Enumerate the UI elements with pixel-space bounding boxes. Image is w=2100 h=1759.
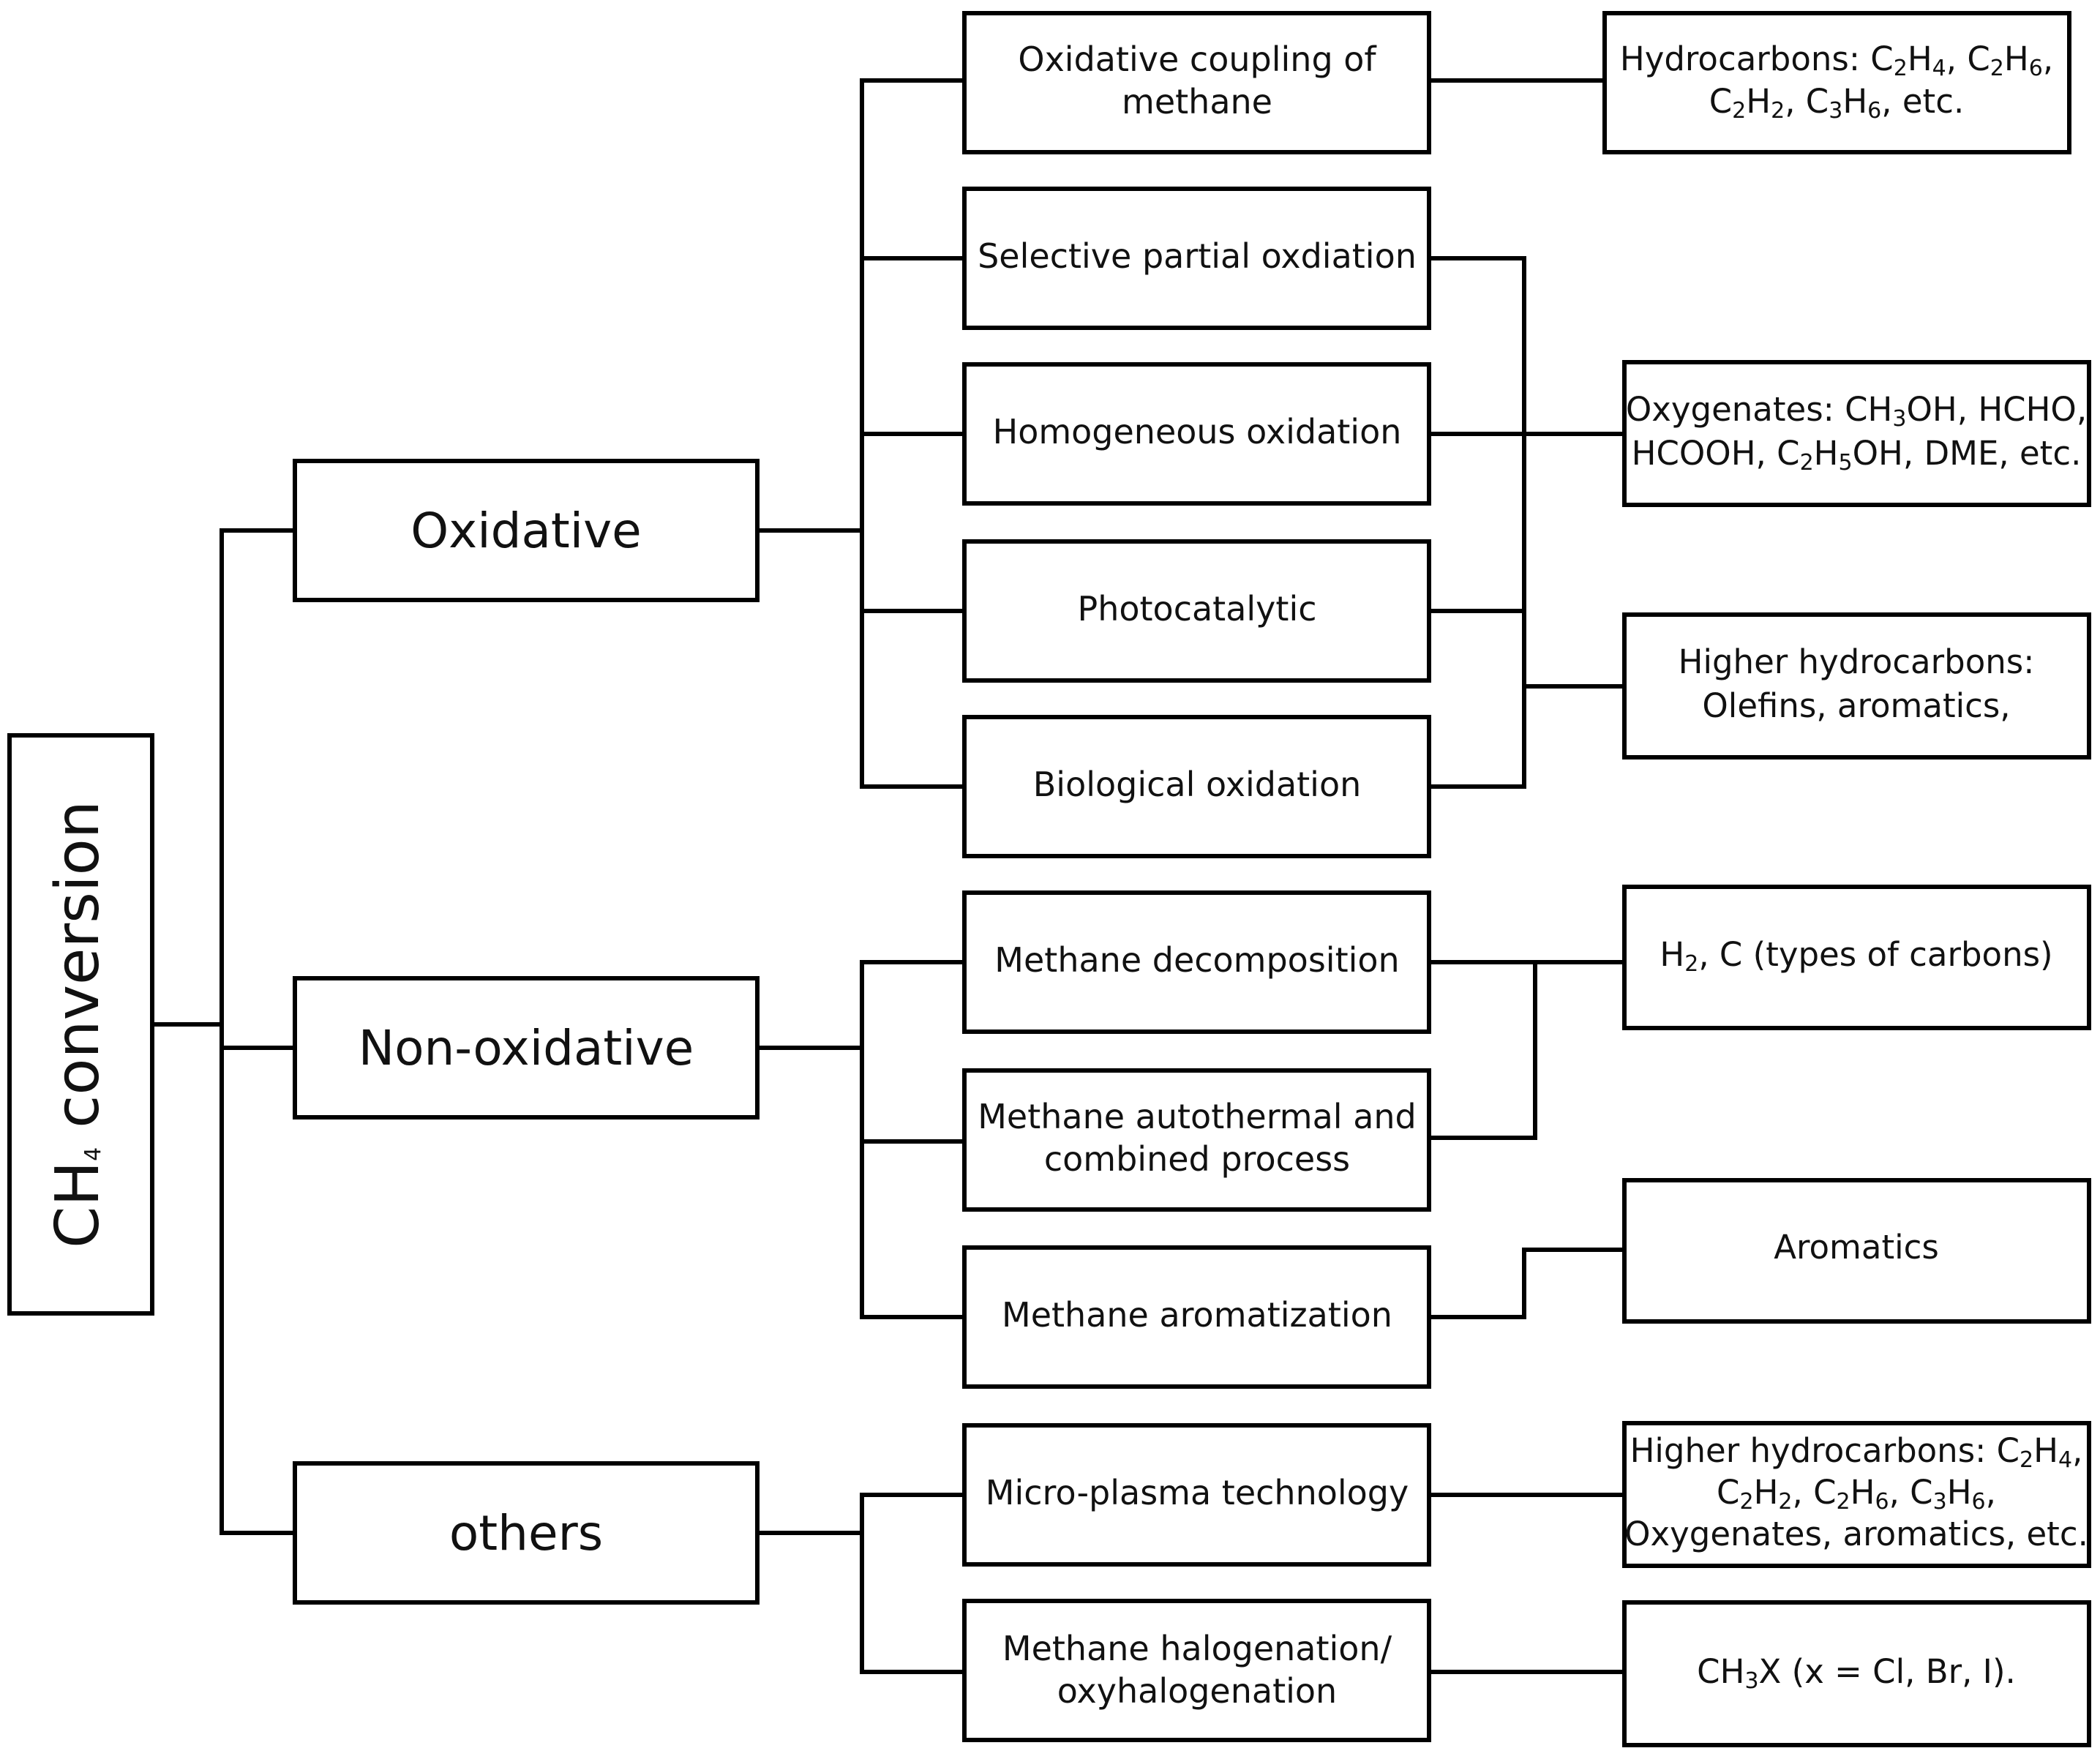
- product-oxygenates-label: Oxygenates: CH3OH, HCHO,HCOOH, C2H5OH, D…: [1626, 390, 2087, 476]
- label-line: Oxygenates: CH3OH, HCHO,: [1626, 390, 2087, 432]
- product-aromatics: Aromatics: [1622, 1178, 2091, 1324]
- process-biological-label: Biological oxidation: [1033, 765, 1362, 804]
- category-others-label: others: [449, 1505, 603, 1561]
- category-oxidative-label: Oxidative: [410, 503, 642, 559]
- label-line: Oxygenates, aromatics, etc.: [1624, 1515, 2088, 1553]
- process-selective-partial: Selective partial oxdiation: [962, 187, 1431, 330]
- category-oxidative: Oxidative: [293, 459, 760, 602]
- product-plasma-products-label: Higher hydrocarbons: C2H4,C2H2, C2H6, C3…: [1624, 1431, 2088, 1553]
- label-line: Micro-plasma technology: [986, 1473, 1409, 1512]
- category-non-oxidative-label: Non-oxidative: [359, 1020, 694, 1076]
- label-line: Biological oxidation: [1033, 765, 1362, 804]
- product-plasma-products: Higher hydrocarbons: C2H4,C2H2, C2H6, C3…: [1622, 1421, 2091, 1568]
- connector-aromatization-to-aromatics: [1427, 1248, 1627, 1319]
- root-label: CH4 conversion: [43, 800, 113, 1248]
- label-line: Methane aromatization: [1002, 1295, 1392, 1335]
- label-line: Higher hydrocarbons:: [1679, 642, 2035, 681]
- process-aromatization-label: Methane aromatization: [1002, 1295, 1392, 1335]
- label-line: H2, C (types of carbons): [1660, 935, 2052, 977]
- category-non-oxidative: Non-oxidative: [293, 976, 760, 1119]
- label-line: Methane autothermal and: [978, 1097, 1417, 1136]
- category-others: others: [293, 1461, 760, 1605]
- product-hydrocarbons: Hydrocarbons: C2H4, C2H6,C2H2, C3H6, etc…: [1602, 11, 2071, 154]
- label-line: CH3X (x = Cl, Br, I).: [1697, 1652, 2016, 1694]
- product-higher-hydrocarbons-label: Higher hydrocarbons: Olefins, aromatics,: [1679, 642, 2035, 725]
- label-line: Selective partial oxdiation: [978, 236, 1417, 276]
- process-selective-partial-label: Selective partial oxdiation: [978, 236, 1417, 276]
- product-higher-hydrocarbons: Higher hydrocarbons: Olefins, aromatics,: [1622, 612, 2091, 760]
- label-line: Higher hydrocarbons: C2H4,: [1630, 1431, 2083, 1473]
- process-homogeneous: Homogeneous oxidation: [962, 362, 1431, 506]
- process-homogeneous-label: Homogeneous oxidation: [993, 412, 1402, 451]
- process-photocatalytic: Photocatalytic: [962, 539, 1431, 683]
- product-ch3x-label: CH3X (x = Cl, Br, I).: [1697, 1652, 2016, 1694]
- process-biological: Biological oxidation: [962, 715, 1431, 858]
- label-line: Aromatics: [1774, 1228, 1939, 1267]
- label-line: combined process: [1044, 1139, 1350, 1179]
- process-microplasma-label: Micro-plasma technology: [986, 1473, 1409, 1512]
- product-h2-carbon: H2, C (types of carbons): [1622, 885, 2091, 1030]
- connectors: [150, 78, 1627, 1674]
- label-line: Olefins, aromatics,: [1702, 686, 2010, 725]
- process-aromatization: Methane aromatization: [962, 1245, 1431, 1389]
- process-decomposition: Methane decomposition: [962, 890, 1431, 1034]
- product-oxygenates: Oxygenates: CH3OH, HCHO,HCOOH, C2H5OH, D…: [1622, 360, 2091, 507]
- product-aromatics-label: Aromatics: [1774, 1228, 1939, 1267]
- process-halogenation-label: Methane halogenation/oxyhalogenation: [1002, 1629, 1392, 1711]
- label-line: C2H2, C3H6, etc.: [1709, 82, 1965, 124]
- root-node: CH4 conversion: [7, 733, 154, 1316]
- product-hydrocarbons-label: Hydrocarbons: C2H4, C2H6,C2H2, C3H6, etc…: [1620, 40, 2053, 124]
- label-line: HCOOH, C2H5OH, DME, etc.: [1632, 434, 2082, 476]
- label-line: oxyhalogenation: [1057, 1671, 1337, 1711]
- process-photocatalytic-label: Photocatalytic: [1077, 589, 1316, 629]
- product-h2-carbon-label: H2, C (types of carbons): [1660, 935, 2052, 977]
- label-line: methane: [1122, 82, 1272, 121]
- label-line: Oxidative coupling of: [1018, 40, 1377, 79]
- label-line: Homogeneous oxidation: [993, 412, 1402, 451]
- process-microplasma: Micro-plasma technology: [962, 1423, 1431, 1567]
- process-decomposition-label: Methane decomposition: [994, 940, 1399, 980]
- label-line: Photocatalytic: [1077, 589, 1316, 629]
- label-line: Methane halogenation/: [1002, 1629, 1392, 1668]
- label-line: Hydrocarbons: C2H4, C2H6,: [1620, 40, 2053, 81]
- label-line: Methane decomposition: [994, 940, 1399, 980]
- product-ch3x: CH3X (x = Cl, Br, I).: [1622, 1600, 2091, 1747]
- label-line: C2H2, C2H6, C3H6,: [1717, 1473, 1996, 1515]
- process-halogenation: Methane halogenation/oxyhalogenation: [962, 1599, 1431, 1742]
